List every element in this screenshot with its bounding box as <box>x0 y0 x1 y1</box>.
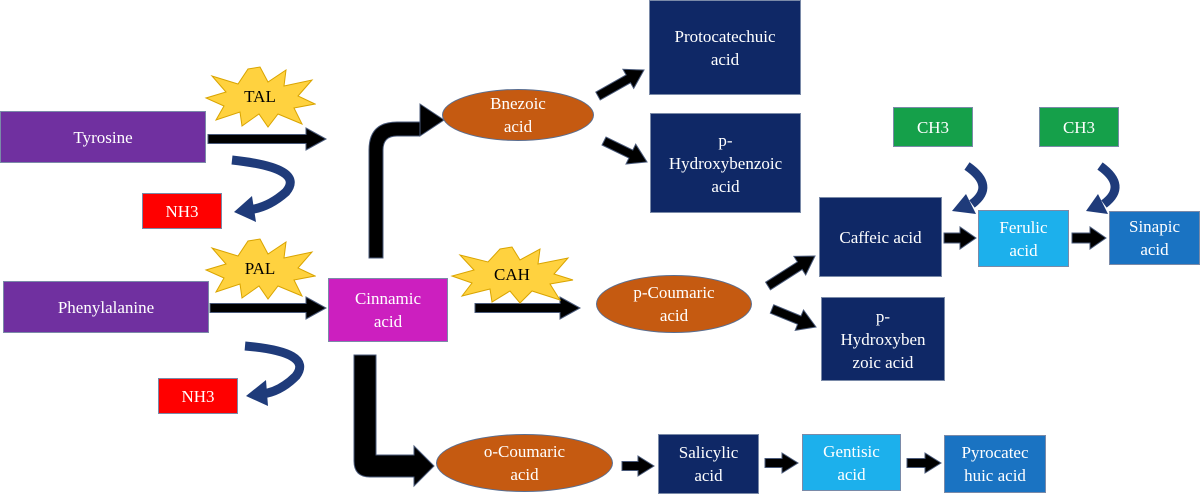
arrow-bnezoic-to-phydroxybenzoic <box>601 136 648 165</box>
arrow-ocoumaric-to-salicylic <box>621 455 655 477</box>
star-shape <box>450 246 574 304</box>
arrow-cinnamic-down-to-ocoumaric <box>353 354 435 488</box>
star-shape <box>204 66 316 128</box>
arrow-pcoumaric-to-phydroxyben <box>769 304 817 332</box>
enzyme-label-cah: CAH <box>494 265 530 284</box>
tyrosine-node: Tyrosine <box>0 111 206 163</box>
sinapic-acid-node: Sinapic acid <box>1109 211 1200 265</box>
salicylic-acid-node: Salicylic acid <box>658 434 759 494</box>
p-hydroxybenzoic-acid-top-node: p- Hydroxybenzoic acid <box>650 113 801 213</box>
star-shape <box>204 238 316 300</box>
nh3-top-node: NH3 <box>142 193 222 229</box>
bnezoic-acid-node: Bnezoic acid <box>442 89 594 141</box>
pyrocatechuic-acid-node: Pyrocatec huic acid <box>944 435 1046 493</box>
arrow-pcoumaric-to-caffeic <box>764 255 816 291</box>
enzyme-star-tal <box>204 66 316 128</box>
curved-arrow-ch3-right <box>1086 162 1120 214</box>
curved-arrow-nh3-bottom <box>244 341 305 406</box>
arrow-salicylic-to-gentisic <box>764 452 799 474</box>
enzyme-label-tal: TAL <box>244 87 276 106</box>
protocatechuic-acid-node: Protocatechuic acid <box>649 0 801 95</box>
arrow-caffeic-to-ferulic <box>943 226 977 250</box>
ch3-left-node: CH3 <box>893 107 973 147</box>
p-hydroxybenzoic-acid-mid-node: p- Hydroxyben zoic acid <box>821 297 945 381</box>
arrow-cinnamic-to-pcoumaric <box>474 296 582 320</box>
o-coumaric-acid-node: o-Coumaric acid <box>436 434 613 492</box>
arrow-phenylalanine <box>209 296 328 320</box>
gentisic-acid-node: Gentisic acid <box>802 434 901 491</box>
arrow-ferulic-to-sinapic <box>1071 226 1107 250</box>
nh3-bottom-node: NH3 <box>158 378 238 414</box>
phenylalanine-node: Phenylalanine <box>3 281 209 333</box>
curved-arrow-nh3-top <box>231 155 295 222</box>
cinnamic-acid-node: Cinnamic acid <box>328 278 448 342</box>
arrow-bnezoic-to-protocatechuic <box>595 68 645 101</box>
arrow-gentisic-to-pyrocatechuic <box>906 452 942 474</box>
arrow-tyrosine <box>207 127 328 151</box>
enzyme-label-pal: PAL <box>244 259 276 278</box>
enzyme-star-cah <box>450 246 574 304</box>
curved-arrow-ch3-left <box>952 162 988 214</box>
ch3-right-node: CH3 <box>1039 107 1119 147</box>
caffeic-acid-node: Caffeic acid <box>819 197 942 277</box>
arrow-cinnamic-up-to-bnezoic <box>368 103 445 259</box>
p-coumaric-acid-node: p-Coumaric acid <box>596 275 752 333</box>
ferulic-acid-node: Ferulic acid <box>978 210 1069 267</box>
enzyme-star-pal <box>204 238 316 300</box>
